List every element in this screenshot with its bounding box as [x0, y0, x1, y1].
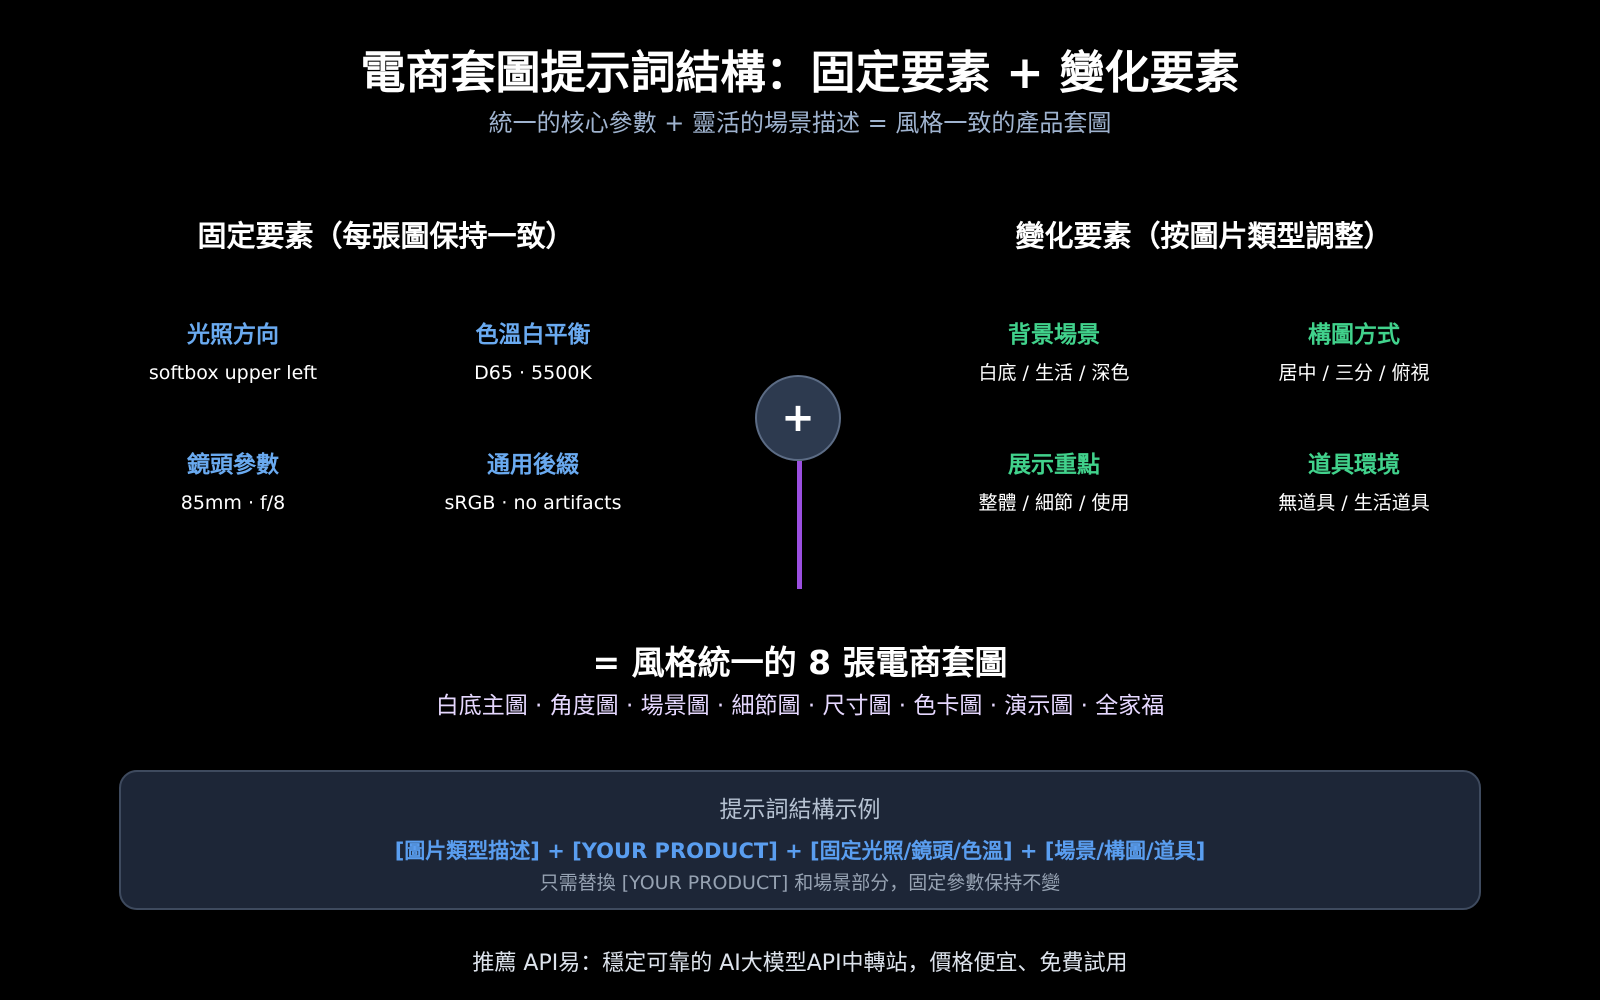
fixed-item-value: 85mm · f/8 [180, 492, 286, 514]
fixed-item-label: 光照方向 [187, 322, 279, 348]
fixed-item-label: 鏡頭參數 [187, 452, 279, 478]
variable-item-background: 背景場景 白底 / 生活 / 深色 [904, 318, 1204, 386]
variable-item-label: 構圖方式 [1308, 322, 1400, 348]
variable-item-value: 整體 / 細節 / 使用 [978, 492, 1130, 514]
fixed-item-label: 通用後綴 [487, 452, 579, 478]
variable-item-label: 背景場景 [1008, 322, 1100, 348]
variable-item-composition: 構圖方式 居中 / 三分 / 俯視 [1204, 318, 1504, 386]
result-title: = 風格統一的 8 張電商套圖 [592, 643, 1008, 682]
fixed-elements-heading: 固定要素（每張圖保持一致） [197, 219, 575, 253]
prompt-example-box: 提示詞結構示例 [圖片類型描述] + [YOUR PRODUCT] + [固定光… [119, 770, 1481, 910]
result-list: 白底主圖 · 角度圖 · 場景圖 · 細節圖 · 尺寸圖 · 色卡圖 · 演示圖… [435, 693, 1165, 719]
variable-item-props: 道具環境 無道具 / 生活道具 [1204, 448, 1504, 516]
fixed-item-lens: 鏡頭參數 85mm · f/8 [83, 448, 383, 516]
variable-item-value: 白底 / 生活 / 深色 [978, 362, 1130, 384]
fixed-item-lighting: 光照方向 softbox upper left [83, 318, 383, 386]
fixed-item-value: softbox upper left [148, 362, 318, 384]
connector-line [797, 461, 802, 589]
fixed-item-value: sRGB · no artifacts [444, 492, 622, 514]
variable-item-value: 無道具 / 生活道具 [1278, 492, 1430, 514]
variable-item-value: 居中 / 三分 / 俯視 [1278, 362, 1430, 384]
variable-elements-heading: 變化要素（按圖片類型調整） [1015, 219, 1393, 253]
footer-recommendation: 推薦 API易：穩定可靠的 AI大模型API中轉站，價格便宜、免費試用 [472, 951, 1128, 976]
example-note: 只需替換 [YOUR PRODUCT] 和場景部分，固定參數保持不變 [539, 872, 1061, 894]
example-heading: 提示詞結構示例 [719, 797, 881, 823]
variable-item-label: 展示重點 [1008, 452, 1100, 478]
variable-item-focus: 展示重點 整體 / 細節 / 使用 [904, 448, 1204, 516]
fixed-item-value: D65 · 5500K [474, 362, 592, 384]
page-title: 電商套圖提示詞結構：固定要素 + 變化要素 [360, 46, 1240, 99]
example-formula: [圖片類型描述] + [YOUR PRODUCT] + [固定光照/鏡頭/色溫]… [394, 839, 1206, 863]
fixed-item-suffix: 通用後綴 sRGB · no artifacts [383, 448, 683, 516]
page-subtitle: 統一的核心參數 + 靈活的場景描述 = 風格一致的產品套圖 [488, 109, 1112, 137]
variable-item-label: 道具環境 [1308, 452, 1400, 478]
fixed-item-color-temp: 色溫白平衡 D65 · 5500K [383, 318, 683, 386]
fixed-item-label: 色溫白平衡 [475, 322, 591, 348]
plus-connector-icon: + [755, 375, 841, 461]
